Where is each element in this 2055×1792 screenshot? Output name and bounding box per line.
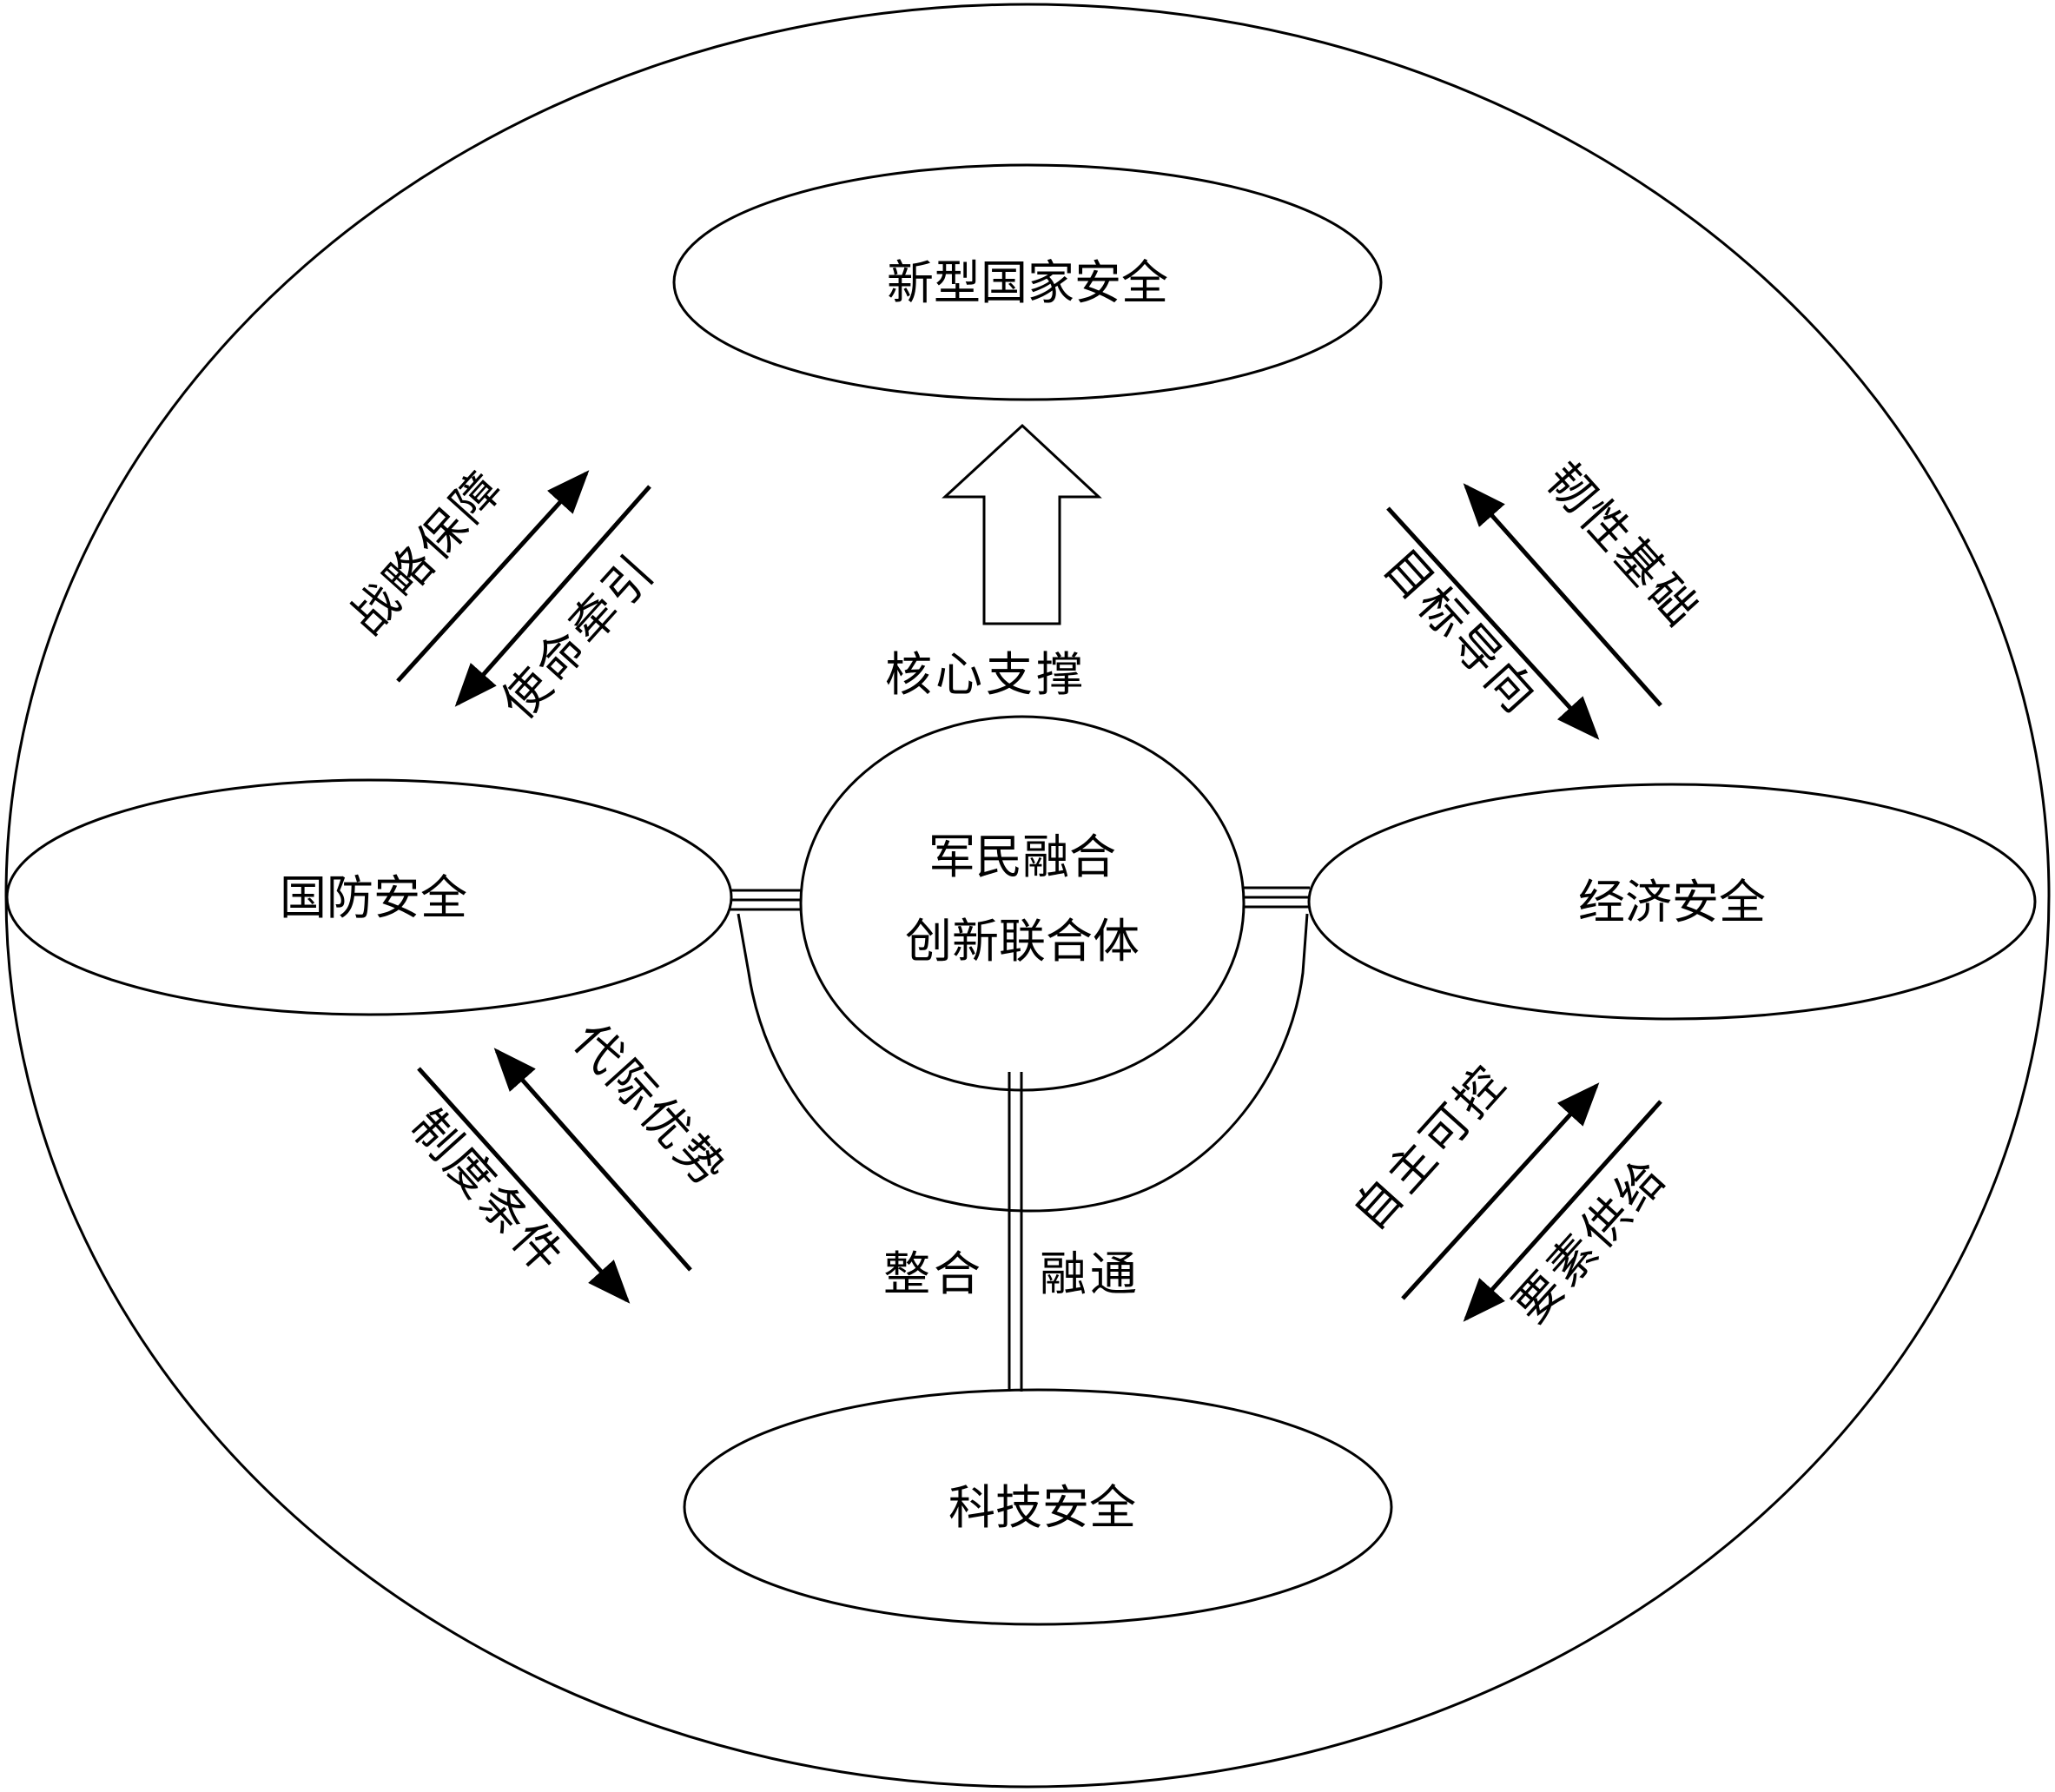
arrow-intergenerational-advantage (493, 1048, 692, 1272)
node-new-national-security-label: 新型国家安全 (887, 255, 1168, 310)
connector-lower-arc (737, 913, 1309, 1213)
connector-bottom-double-line (1008, 1072, 1023, 1392)
node-military-civil-fusion: 军民融合 创新联合体 (799, 715, 1246, 1092)
arrow-resilience-basis (1463, 483, 1662, 707)
node-military-civil-fusion-shape (799, 715, 1246, 1092)
arrow-autonomous-control (1401, 1082, 1600, 1300)
node-economic-security-shape (1307, 783, 2037, 1021)
core-support-up-arrow (942, 423, 1102, 625)
node-economic-security-label: 经济安全 (1578, 875, 1766, 929)
node-new-national-security-shape (672, 163, 1383, 401)
node-new-national-security: 新型国家安全 (672, 163, 1383, 401)
label-strategic-guarantee: 战略保障 (339, 459, 514, 645)
label-resilience-basis: 韧性基础 (1536, 452, 1711, 638)
connector-left-triple-line (730, 889, 801, 911)
node-national-defense-security-shape (5, 778, 733, 1016)
label-factor-supply: 要素供给 (1503, 1147, 1678, 1333)
label-integration: 整合 (883, 1246, 984, 1301)
node-tech-security-label: 科技安全 (948, 1480, 1136, 1535)
label-institutional-conditions: 制度条件 (400, 1099, 576, 1286)
node-tech-security-shape (683, 1388, 1393, 1626)
arrow-institutional-conditions (417, 1067, 631, 1304)
label-core-support: 核心支撑 (885, 647, 1087, 702)
arrow-goal-orientation (1386, 506, 1600, 740)
node-tech-security: 科技安全 (683, 1388, 1393, 1626)
node-economic-security: 经济安全 (1307, 783, 2037, 1021)
arrow-factor-supply (1463, 1100, 1662, 1322)
arrow-strategic-guarantee (396, 470, 590, 683)
label-goal-orientation: 目标导向 (1373, 539, 1549, 725)
node-national-defense-security-label: 国防安全 (280, 870, 467, 925)
label-autonomous-control: 自主可控 (1342, 1054, 1517, 1240)
node-military-civil-fusion-label-line2: 创新联合体 (905, 914, 1140, 969)
label-fusion: 融通 (1040, 1246, 1140, 1301)
label-intergenerational-advantage: 代际优势 (563, 1012, 738, 1199)
node-national-defense-security: 国防安全 (5, 778, 733, 1016)
arrow-mission-traction (454, 485, 651, 707)
node-military-civil-fusion-label-line1: 军民融合 (928, 830, 1116, 884)
connector-right-triple-line (1244, 886, 1310, 909)
